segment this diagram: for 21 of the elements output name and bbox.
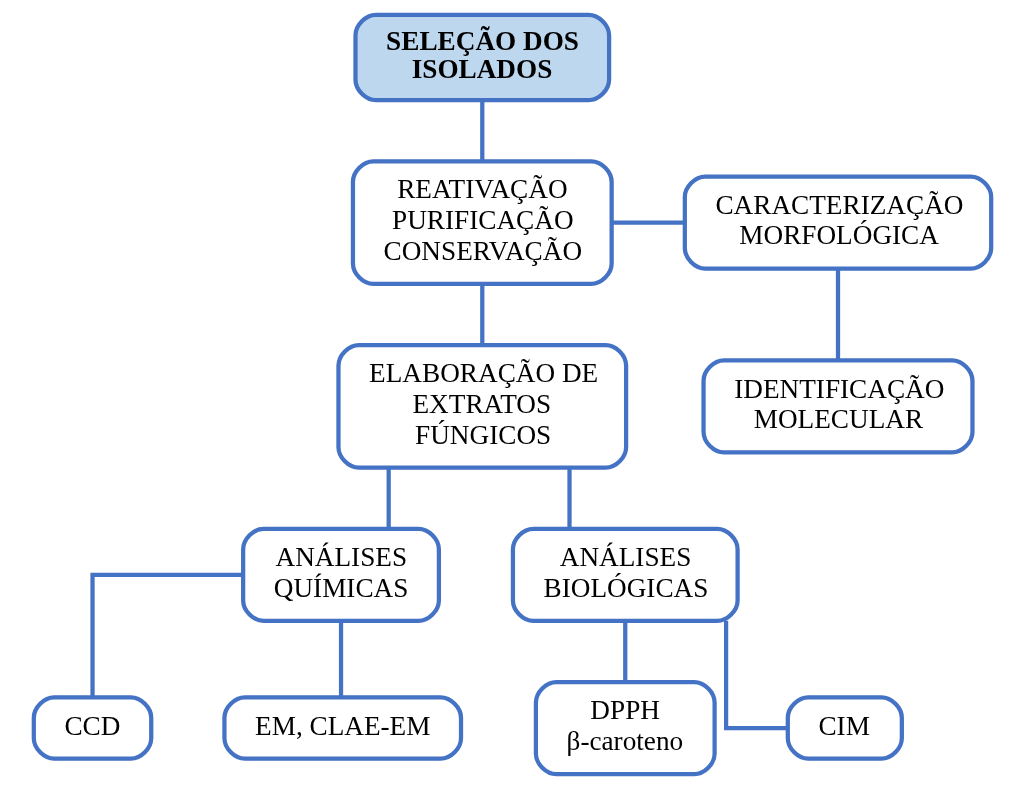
node-box: REATIVAÇÃO PURIFICAÇÃO CONSERVAÇÃO bbox=[350, 159, 614, 286]
node-box: ELABORAÇÃO DE EXTRATOS FÚNGICOS bbox=[335, 343, 628, 470]
connector bbox=[566, 467, 572, 529]
connector bbox=[622, 620, 627, 682]
node-box: IDENTIFICAÇÃO MOLECULAR bbox=[700, 358, 975, 455]
connector bbox=[835, 269, 840, 361]
node-box: CIM bbox=[785, 695, 904, 761]
node-box: DPPH β-caroteno bbox=[533, 680, 717, 777]
node-box: EM, CLAE-EM bbox=[221, 695, 463, 761]
connector bbox=[338, 620, 343, 698]
connector bbox=[479, 100, 484, 162]
node-box: CARACTERIZAÇÃO MORFOLÓGICA bbox=[682, 174, 993, 271]
node-box: ANÁLISES BIOLÓGICAS bbox=[510, 526, 740, 623]
connector bbox=[611, 220, 684, 225]
connector bbox=[386, 467, 391, 529]
connector bbox=[723, 620, 788, 731]
node-box: SELEÇÃO DOS ISOLADOS bbox=[352, 12, 611, 103]
node-box: CCD bbox=[31, 695, 153, 761]
node-box: ANÁLISES QUÍMICAS bbox=[240, 526, 441, 623]
connector bbox=[479, 284, 484, 345]
connector bbox=[89, 572, 243, 698]
